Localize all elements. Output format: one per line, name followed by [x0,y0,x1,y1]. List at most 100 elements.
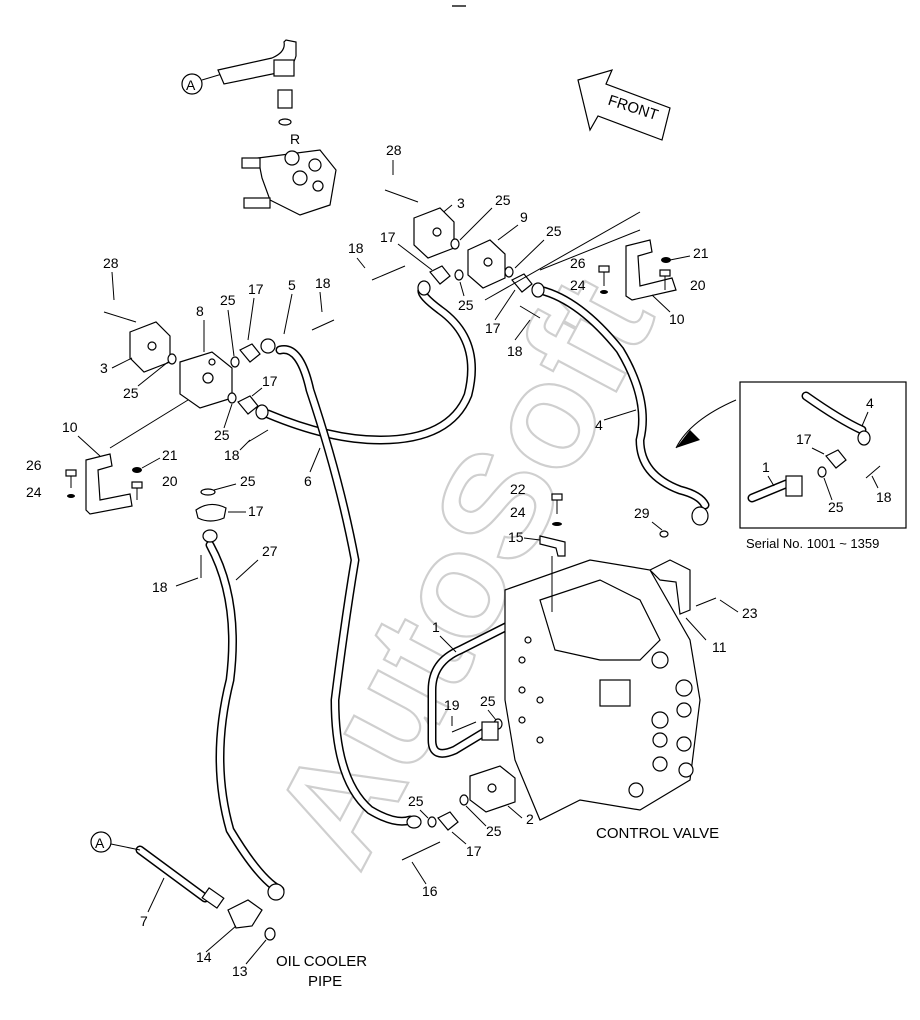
callout-13: 13 [232,963,248,979]
callout-28b: 28 [103,255,119,271]
inset-flange-17 [825,449,847,469]
callout-29: 29 [634,505,650,521]
fitting-29 [691,506,709,526]
callout-6: 6 [304,473,312,489]
bracket-10-upper [625,239,677,301]
control-valve-group: CONTROL VALVE 11 23 15 22 24 29 1 19 25 [401,481,758,899]
callout-5: 5 [288,277,296,293]
callout-21b: 21 [162,447,178,463]
flange-17c [239,343,261,363]
callout-19: 19 [444,697,460,713]
callout-18c: 18 [315,275,331,291]
callout-25e: 25 [123,385,139,401]
ref-a-bottom: A [95,835,105,851]
flange-17b [511,273,533,293]
callout-4: 4 [595,417,603,433]
callout-3a: 3 [457,195,465,211]
callout-21a: 21 [693,245,709,261]
callout-23: 23 [742,605,758,621]
callout-25h: 25 [480,693,496,709]
bracket-11 [648,559,691,615]
hose-fittings [202,280,709,901]
callout-8: 8 [196,303,204,319]
flange-17e [195,503,227,522]
upper-right-bracket-group: 26 24 21 20 10 [484,211,709,327]
serial-label: Serial No. 1001 ~ 1359 [746,536,879,551]
callout-10b: 10 [62,419,78,435]
inset-callout-1: 1 [762,459,770,475]
bracket-10-left [85,453,133,515]
callout-17f: 17 [466,843,482,859]
ref-a-top: A [186,77,196,93]
hoses: 6 4 27 [135,285,710,909]
callout-17e: 17 [248,503,264,519]
oil-cooler-label-2: PIPE [308,973,342,990]
callout-25d: 25 [220,292,236,308]
callout-7: 7 [140,913,148,929]
callout-24c: 24 [510,504,526,520]
callout-18d: 18 [224,447,240,463]
callout-24a: 24 [570,277,586,293]
flange-17f [437,811,459,831]
callout-25a: 25 [495,192,511,208]
inset-callout-18: 18 [876,489,892,505]
inset-callout-17: 17 [796,431,812,447]
callout-1: 1 [432,619,440,635]
callout-18a: 18 [348,240,364,256]
callout-27: 27 [262,543,278,559]
callout-25f: 25 [214,427,230,443]
oil-cooler-group: A 7 14 13 OIL COOLER PIPE [90,831,367,990]
top-mark [452,5,466,7]
inset-callout-4: 4 [866,395,874,411]
oil-cooler-label-1: OIL COOLER [276,953,367,970]
front-arrow-shape [577,69,671,141]
port-r-label: R [290,131,300,147]
callout-16: 16 [422,883,438,899]
callout-11: 11 [712,639,727,655]
inset-callout-25: 25 [828,499,844,515]
valve-spigot [243,197,271,209]
callout-18e: 18 [152,579,168,595]
callout-26b: 26 [26,457,42,473]
left-bracket-group: 10 26 24 21 20 [26,399,189,515]
callout-20b: 20 [162,473,178,489]
front-arrow: FRONT [577,69,671,141]
callout-25j: 25 [408,793,424,809]
left-block-group: 28 3 25 8 25 17 5 18 17 25 18 [100,255,335,463]
hose-end-5 [260,338,276,354]
elbow-14 [227,899,263,929]
ref-a-top-group: A R [181,39,337,216]
callout-25g: 25 [240,473,256,489]
top-oring [278,118,292,126]
callout-24b: 24 [26,484,42,500]
serial-inset: 4 17 1 25 18 Serial No. 1001 ~ 1359 [675,381,907,551]
ref-a-top-circle [181,73,203,95]
callout-26a: 26 [570,255,586,271]
callout-22: 22 [510,481,526,497]
callout-28a: 28 [386,142,402,158]
callout-17d: 17 [262,373,278,389]
flange-17a [429,265,451,285]
callout-25i: 25 [486,823,502,839]
callout-3b: 3 [100,360,108,376]
flange-17d [237,395,259,415]
upper-middle-group: 28 3 25 9 25 17 18 25 17 18 [348,142,562,359]
bracket-15 [539,535,566,557]
callout-10a: 10 [669,311,685,327]
callout-9: 9 [520,209,528,225]
callout-15: 15 [508,529,524,545]
callout-25b: 25 [546,223,562,239]
callout-17b: 17 [485,320,501,336]
callout-20a: 20 [690,277,706,293]
callout-25c: 25 [458,297,474,313]
callout-18b: 18 [507,343,523,359]
callout-2: 2 [526,811,534,827]
ref-a-bottom-circle [90,831,112,853]
callout-14: 14 [196,949,212,965]
callout-17a: 17 [380,229,396,245]
callout-17c: 17 [248,281,264,297]
top-fitting [273,59,295,77]
control-valve-label: CONTROL VALVE [596,825,719,842]
top-adapter [277,89,293,109]
